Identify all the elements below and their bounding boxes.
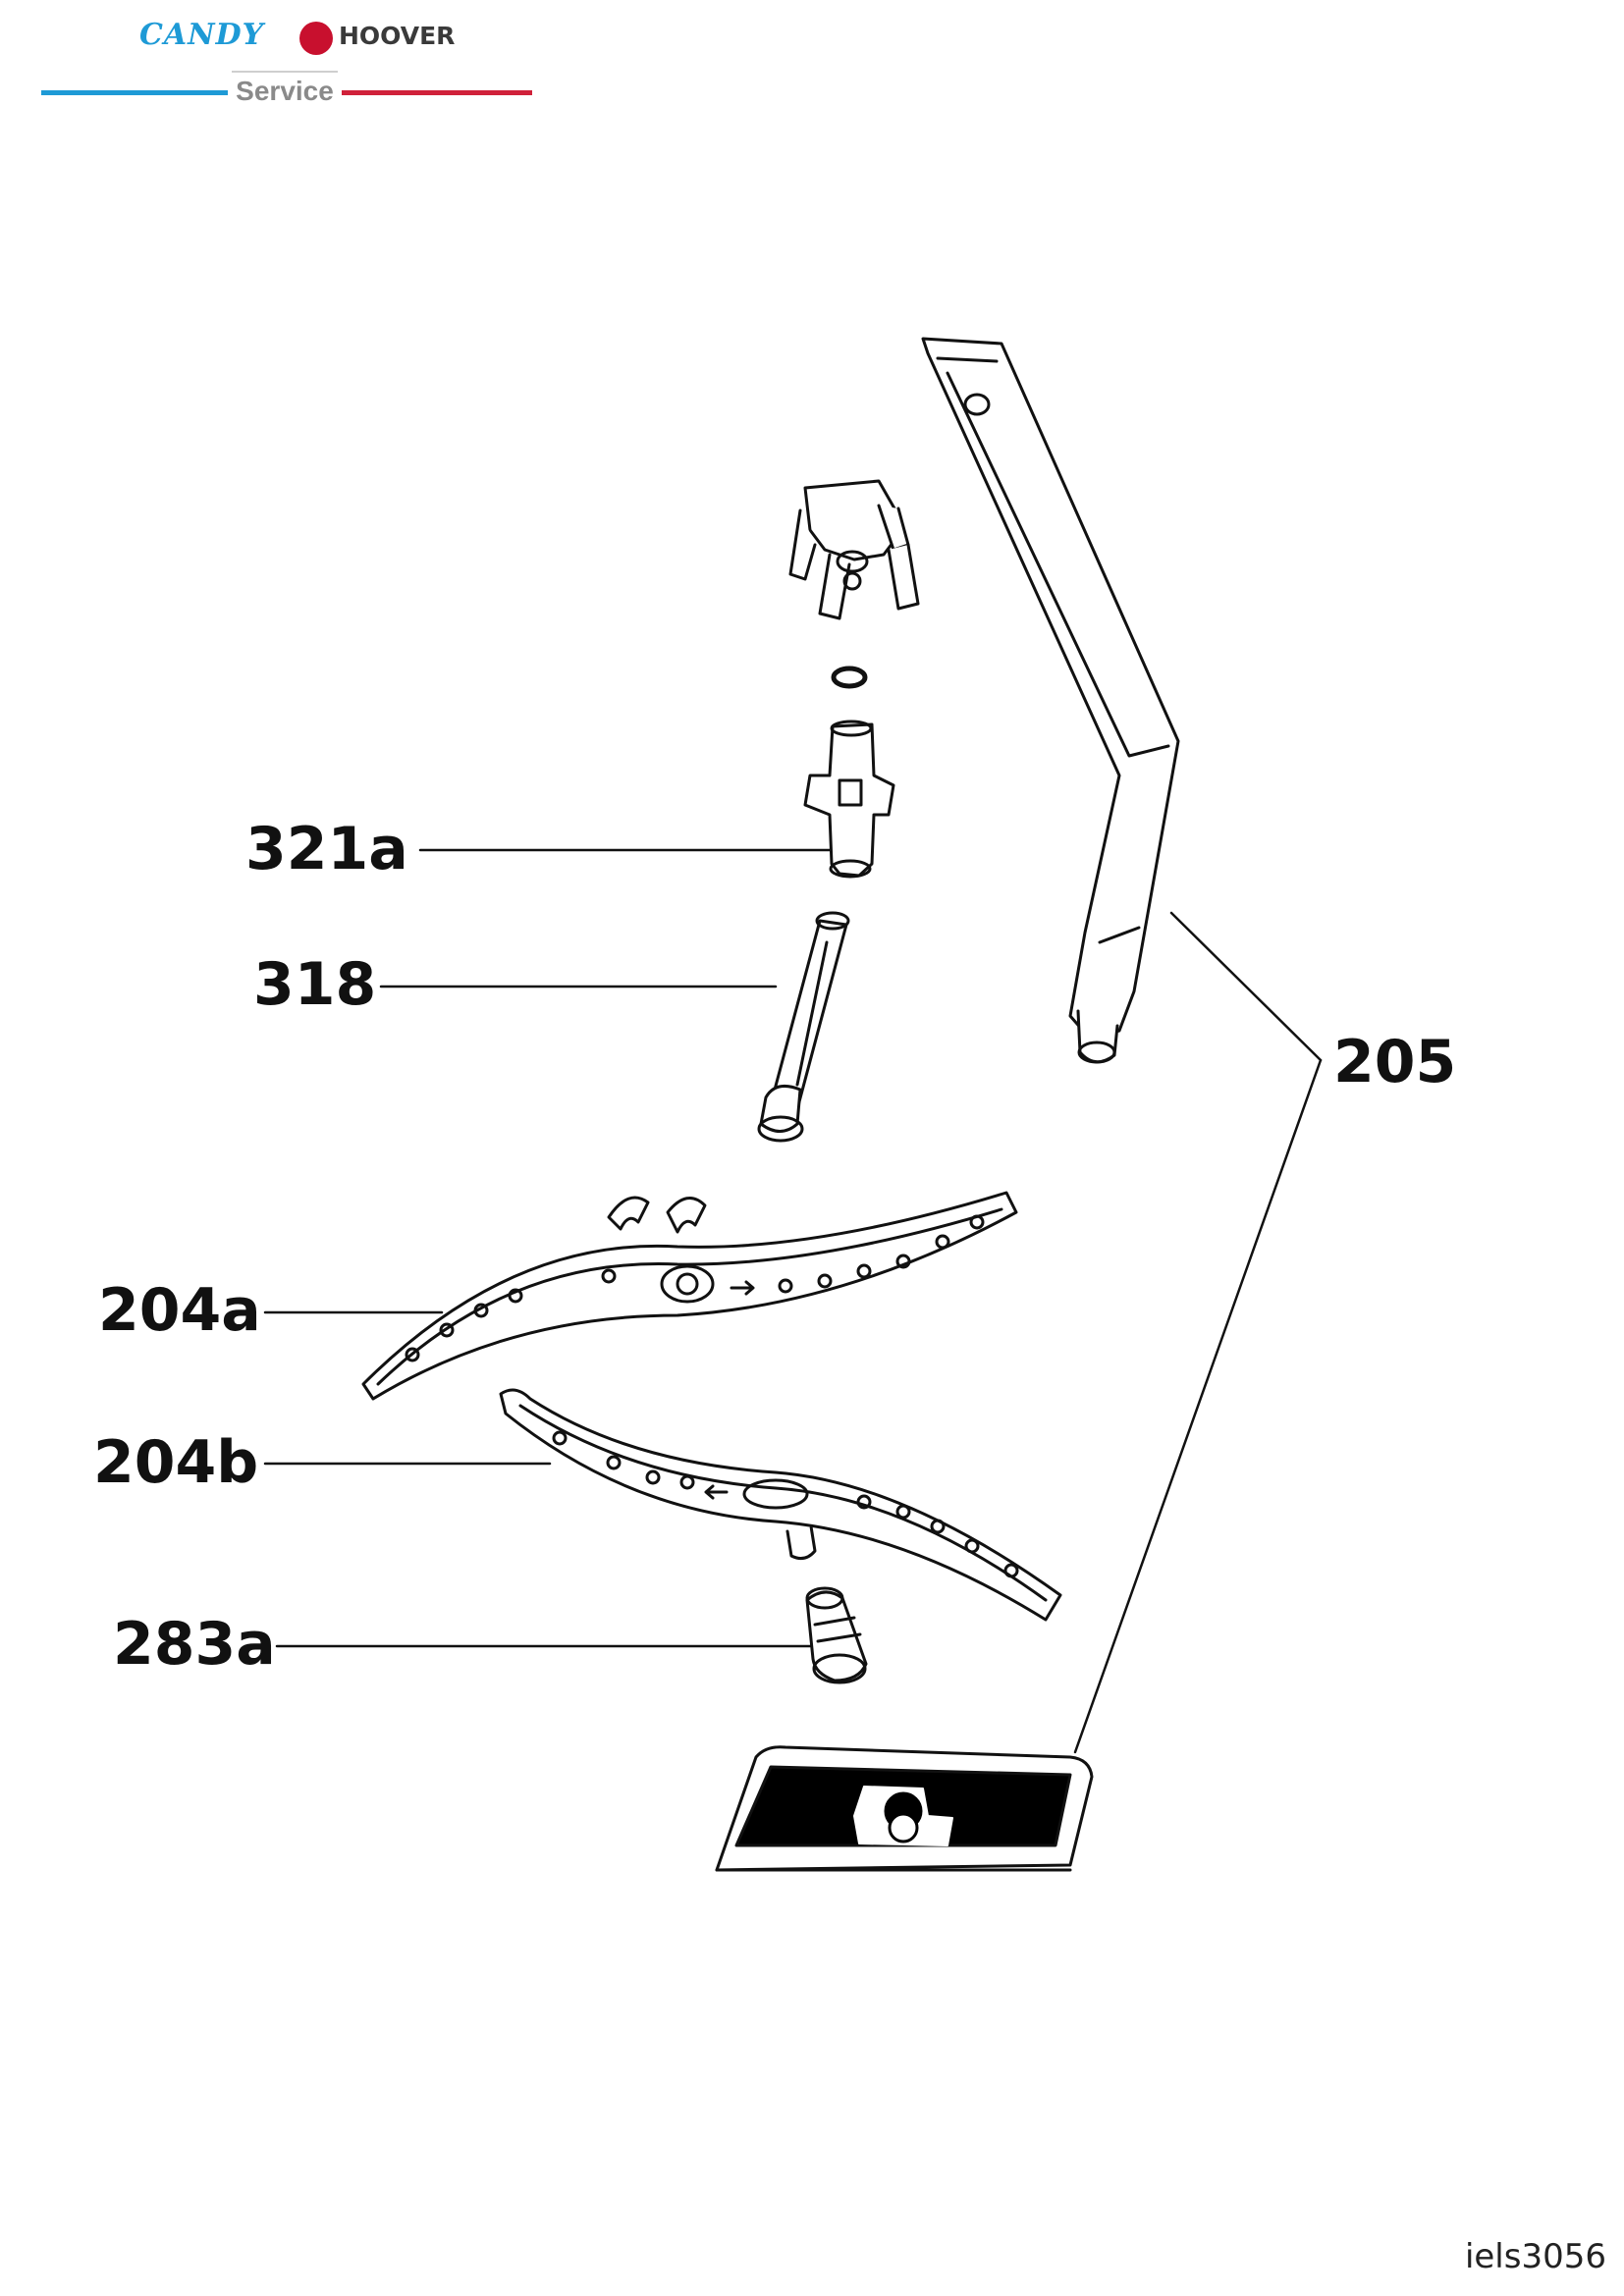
service-divider bbox=[232, 71, 338, 73]
leader-lines bbox=[263, 848, 1323, 1754]
brand-header: CANDY HOOVER Service bbox=[0, 0, 589, 118]
label-205: 205 bbox=[1333, 1028, 1457, 1096]
label-321a: 321a bbox=[245, 815, 408, 883]
label-204b: 204b bbox=[93, 1428, 259, 1497]
hoover-logo: HOOVER bbox=[339, 22, 456, 50]
part-321a-connector bbox=[803, 720, 895, 879]
diagram-reference-code: iels3056 bbox=[1464, 2237, 1606, 2276]
label-283a: 283a bbox=[113, 1610, 276, 1679]
service-label: Service bbox=[236, 76, 334, 106]
part-283a-nozzle bbox=[805, 1586, 868, 1684]
part-o-ring bbox=[831, 666, 868, 689]
part-205-manifold bbox=[715, 1745, 1094, 1872]
label-318: 318 bbox=[253, 950, 377, 1019]
part-204a-spray-arm bbox=[361, 1191, 1018, 1401]
part-clips bbox=[607, 1196, 707, 1234]
part-318-tube bbox=[757, 911, 850, 1143]
hoover-badge-icon bbox=[299, 22, 333, 55]
blue-rule bbox=[41, 90, 228, 95]
part-204b-spray-arm bbox=[499, 1388, 1062, 1622]
part-205-supply-arm bbox=[921, 337, 1180, 1064]
candy-logo: CANDY bbox=[139, 18, 265, 52]
red-rule bbox=[342, 90, 532, 95]
part-upper-bracket bbox=[788, 479, 920, 620]
label-204a: 204a bbox=[98, 1276, 261, 1345]
